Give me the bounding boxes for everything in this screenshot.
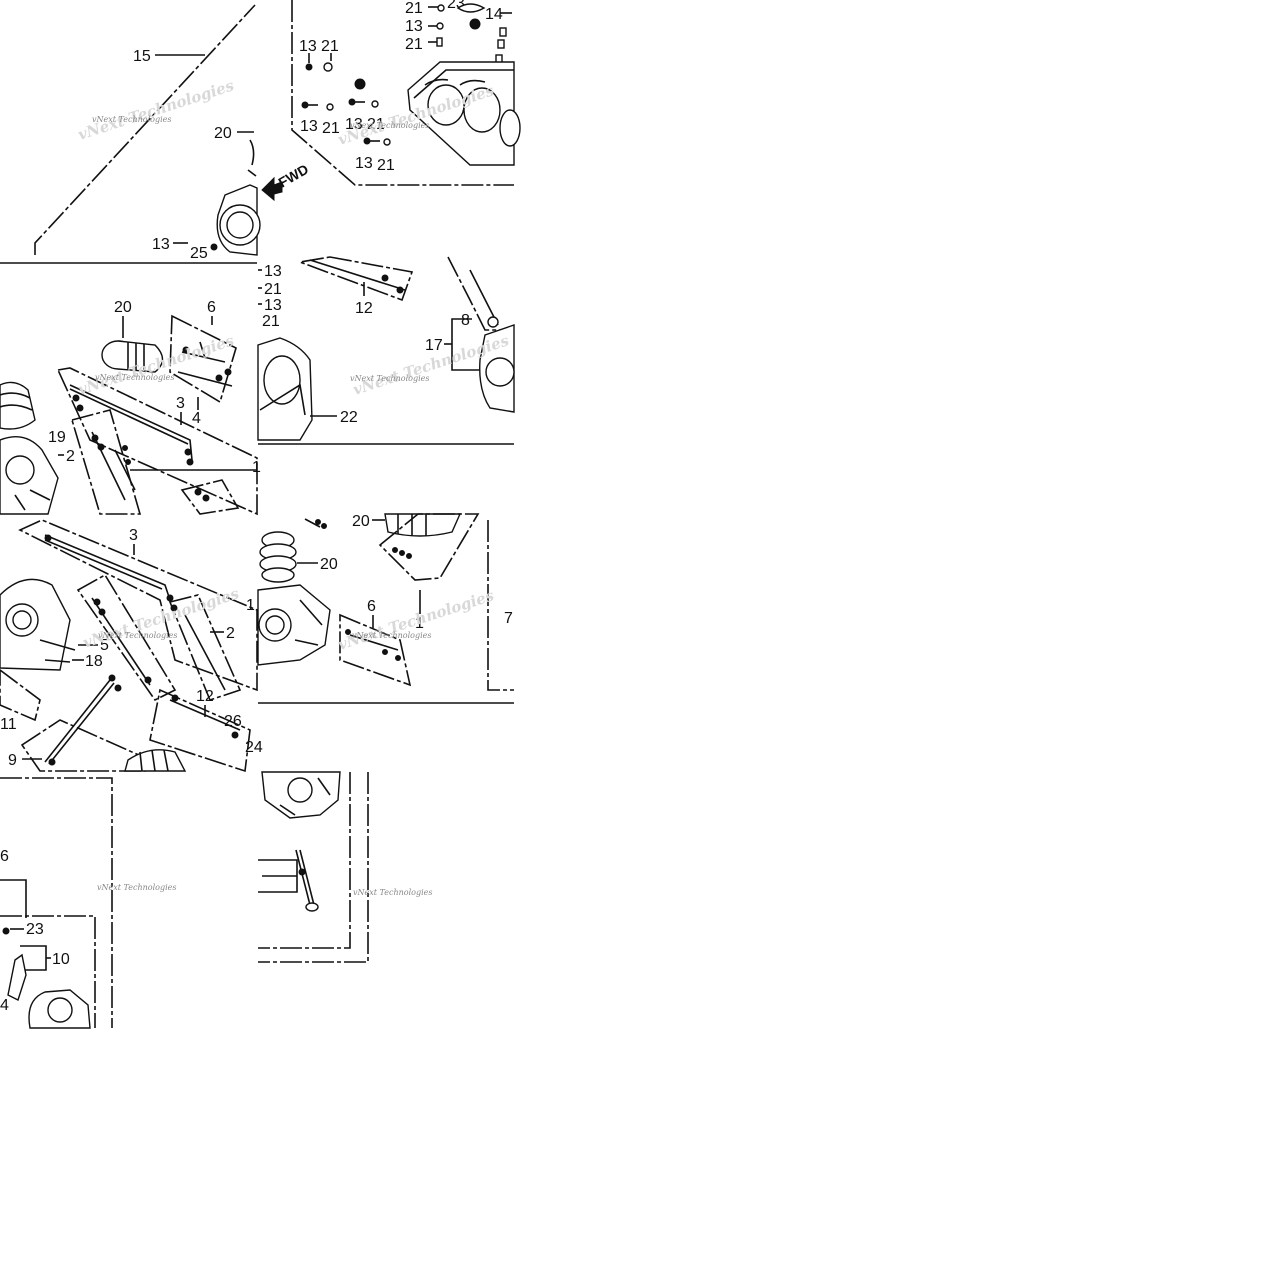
callout-25: 25 <box>190 245 208 262</box>
callout-13-d: 13 <box>345 116 363 133</box>
throttle-body-icon <box>257 337 313 441</box>
callout-19: 19 <box>48 429 66 446</box>
screw-icon <box>495 27 507 64</box>
forward-arrow-icon: FWD <box>261 161 312 202</box>
tile-lower-left: 3 5 18 2 1 11 <box>0 519 263 773</box>
link-rod-icon <box>70 409 142 515</box>
callout-21-c: 21 <box>321 38 339 55</box>
callout-4: 4 <box>0 997 9 1014</box>
callout-20-b: 20 <box>320 556 338 573</box>
jet-needle-icon <box>295 849 319 912</box>
callout-21-a: 21 <box>264 281 282 298</box>
watermark: vNext Technologies <box>92 115 171 124</box>
callout-24: 24 <box>245 739 263 756</box>
watermark-large: vNext Technologies <box>76 331 237 399</box>
callout-5: 5 <box>100 637 109 654</box>
callout-13-a: 13 <box>405 18 423 35</box>
callout-2: 2 <box>226 625 235 642</box>
callout-3: 3 <box>129 527 138 544</box>
carburetor-body-icon <box>479 324 515 413</box>
watermark: vNext Technologies <box>350 121 429 130</box>
callout-2: 2 <box>66 448 75 465</box>
callout-8: 8 <box>461 312 470 329</box>
intake-boot-icon <box>259 531 297 583</box>
callout-18: 18 <box>85 653 103 670</box>
callout-6: 6 <box>0 848 9 865</box>
watermark: vNext Technologies <box>352 631 431 640</box>
tile-middle-center: 13 21 13 21 12 22 8 17 vNext Technologie… <box>257 256 515 445</box>
link-rod-icon <box>69 384 194 466</box>
link-rod-icon <box>44 534 178 612</box>
callout-3: 3 <box>176 395 185 412</box>
callout-13-c: 13 <box>300 118 318 135</box>
tile-bottom-left: 6 23 10 4 vNext Technologies <box>0 777 176 1029</box>
callout-20-a: 20 <box>352 513 370 530</box>
forward-label: FWD <box>276 161 312 191</box>
callout-10: 10 <box>52 951 70 968</box>
callout-22: 22 <box>340 409 358 426</box>
intake-boot-icon <box>0 381 36 430</box>
callout-17: 17 <box>425 337 443 354</box>
callout-6: 6 <box>367 598 376 615</box>
carburetor-body-icon <box>257 584 331 666</box>
watermark: vNext Technologies <box>98 631 177 640</box>
callout-21-a: 21 <box>405 0 423 17</box>
intake-boot-icon <box>101 340 164 373</box>
tile-top-middle: 21 23 14 13 21 13 21 13 21 <box>261 0 521 202</box>
callout-1: 1 <box>246 597 255 614</box>
carburetor-body-icon <box>0 578 76 671</box>
link-rod-icon <box>177 341 233 387</box>
callout-1: 1 <box>415 615 424 632</box>
callout-26: 26 <box>224 713 242 730</box>
watermark: vNext Technologies <box>350 374 429 383</box>
callout-4: 4 <box>192 410 201 427</box>
callout-12: 12 <box>196 688 214 705</box>
callout-13-b: 13 <box>299 38 317 55</box>
link-rod-icon <box>44 674 122 766</box>
callout-12: 12 <box>355 300 373 317</box>
carburetor-body-icon <box>0 436 59 515</box>
callout-13-e: 13 <box>355 155 373 172</box>
callout-21-e: 21 <box>367 116 385 133</box>
watermark: vNext Technologies <box>353 888 432 897</box>
callout-1: 1 <box>252 459 261 476</box>
intake-boot-icon <box>124 749 187 772</box>
callout-13-a: 13 <box>264 263 282 280</box>
callout-23: 23 <box>26 921 44 938</box>
callout-21-d: 21 <box>322 120 340 137</box>
tile-middle-left: 20 6 3 4 <box>0 262 261 516</box>
callout-13: 13 <box>152 236 170 253</box>
callout-20: 20 <box>114 299 132 316</box>
callout-14: 14 <box>485 6 503 23</box>
tile-top-left: 15 20 13 25 vNext Technologies vNext Tec… <box>34 4 261 262</box>
watermark-large: vNext Technologies <box>76 76 237 144</box>
callout-21-f: 21 <box>377 157 395 174</box>
callout-20: 20 <box>214 125 232 142</box>
watermark: vNext Technologies <box>97 883 176 892</box>
callout-21-b: 21 <box>405 36 423 53</box>
carburetor-body-icon <box>7 953 91 1029</box>
callout-21-b: 21 <box>262 313 280 330</box>
callout-15: 15 <box>133 48 151 65</box>
watermark-large: vNext Technologies <box>336 586 497 654</box>
carburetor-body-icon <box>216 139 261 256</box>
callout-6: 6 <box>207 299 216 316</box>
callout-9: 9 <box>8 752 17 769</box>
tile-lower-center: 20 20 6 1 7 vNe <box>257 513 514 704</box>
callout-11: 11 <box>0 716 17 733</box>
carburetor-body-icon <box>261 771 341 819</box>
intake-boot-icon <box>384 513 462 537</box>
callout-7: 7 <box>504 610 513 627</box>
callout-13-b: 13 <box>264 297 282 314</box>
watermark: vNext Technologies <box>95 373 174 382</box>
tile-bottom-center: vNext Technologies <box>258 771 432 963</box>
intake-manifold-icon <box>407 61 521 166</box>
